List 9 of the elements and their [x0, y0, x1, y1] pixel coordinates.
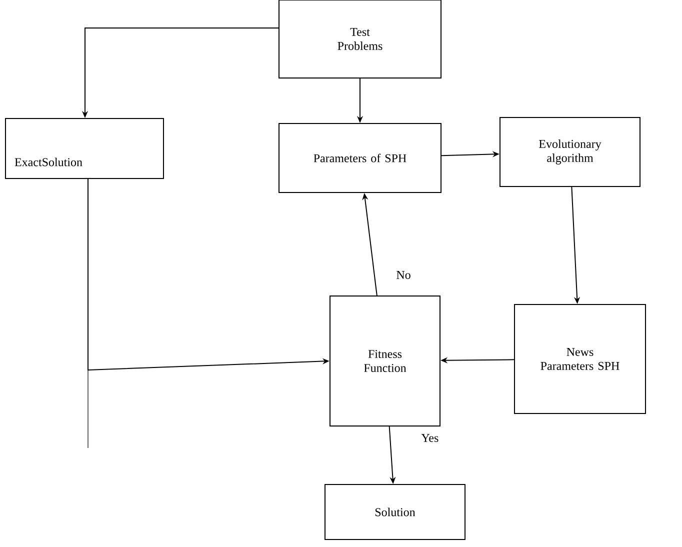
- process-box: Solution: [324, 484, 466, 540]
- process-box: Parameters of SPH: [278, 123, 442, 193]
- process-box: Evolutionary algorithm: [500, 117, 640, 187]
- process-box: ExactSolution: [5, 118, 164, 179]
- process-box: Fitness Function: [330, 296, 440, 426]
- edge-label: Yes: [420, 433, 440, 443]
- process-box: Test Problems: [278, 0, 442, 78]
- process-box: News Parameters SPH: [514, 304, 646, 414]
- edge-label: No: [395, 270, 412, 280]
